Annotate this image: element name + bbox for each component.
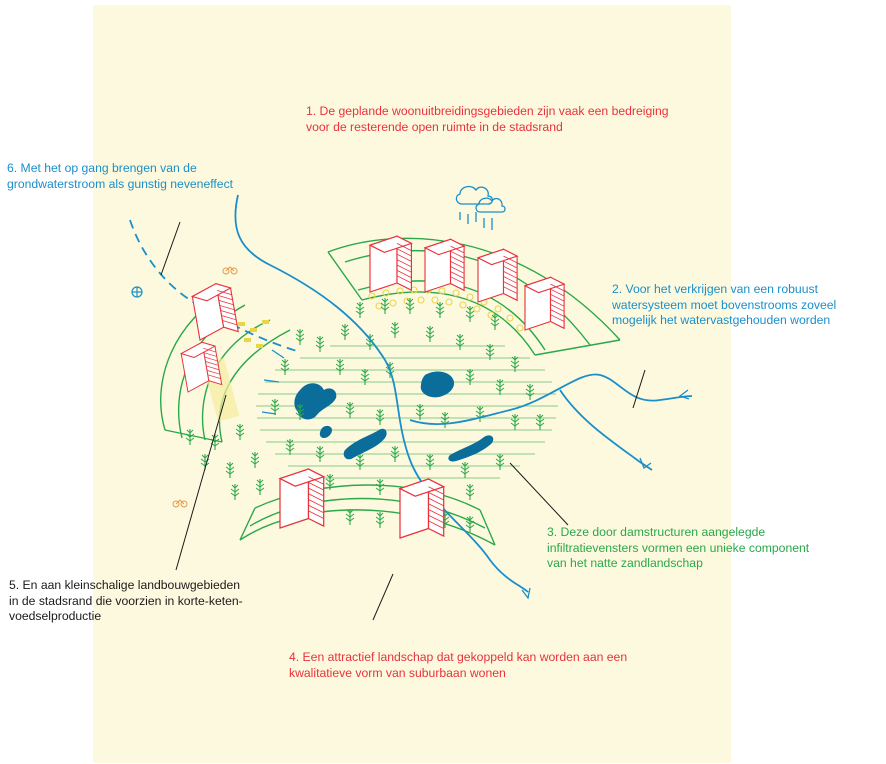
building-icon <box>524 276 565 331</box>
bicycle-icon <box>222 266 238 275</box>
annotation-5-line-3: voedselproductie <box>9 609 102 623</box>
building-icon <box>279 468 325 529</box>
annotation-3-line-2: infiltratievensters vormen een unieke co… <box>547 540 810 555</box>
building-icon <box>424 238 465 293</box>
annotation-3-line-1: 3. Deze door damstructuren aangelegde <box>547 525 766 539</box>
bicycle-icon <box>172 499 188 508</box>
building-icon <box>399 478 445 539</box>
annotation-1-line-1: 1. De geplande woonuitbreidingsgebieden … <box>306 104 669 118</box>
leader-lines <box>160 221 646 621</box>
annotation-1: 1. De geplande woonuitbreidingsgebieden … <box>306 104 669 135</box>
annotation-3-line-3: van het natte zandlandschap <box>547 556 703 570</box>
annotation-6-line-1: 6. Met het op gang brengen van de <box>7 161 197 175</box>
annotation-2-line-2: watersysteem moet bovenstrooms zoveel <box>612 297 837 312</box>
rain-cloud-icon <box>455 185 506 230</box>
annotation-4-line-1: 4. Een attractief landschap dat gekoppel… <box>289 650 628 664</box>
annotation-2-line-1: 2. Voor het verkrijgen van een robuust <box>612 282 818 296</box>
building-icon <box>369 235 412 293</box>
annotation-5: 5. En aan kleinschalige landbouwgebieden… <box>9 578 243 625</box>
annotation-1-line-2: voor de resterende open ruimte in de sta… <box>306 119 563 134</box>
ponds <box>294 371 494 462</box>
flow-arrows <box>261 349 690 600</box>
annotation-6: 6. Met het op gang brengen van de grondw… <box>7 161 233 192</box>
cow-icon <box>238 320 269 348</box>
annotation-2-line-3: mogelijk het watervastgehouden worden <box>612 313 831 327</box>
target-icon <box>131 286 143 298</box>
annotation-5-line-1: 5. En aan kleinschalige landbouwgebieden <box>9 578 241 592</box>
annotation-4: 4. Een attractief landschap dat gekoppel… <box>289 650 627 681</box>
annotation-5-line-2: in de stadsrand die voorzien in korte-ke… <box>9 593 243 608</box>
annotation-3: 3. Deze door damstructuren aangelegde in… <box>547 525 809 572</box>
building-icon <box>477 248 518 303</box>
annotation-2: 2. Voor het verkrijgen van een robuust w… <box>612 282 836 329</box>
annotation-6-line-2: grondwaterstroom als gunstig neveneffect <box>7 176 234 191</box>
river <box>129 194 693 593</box>
annotation-4-line-2: kwalitatieve vorm van suburbaan wonen <box>289 665 506 680</box>
